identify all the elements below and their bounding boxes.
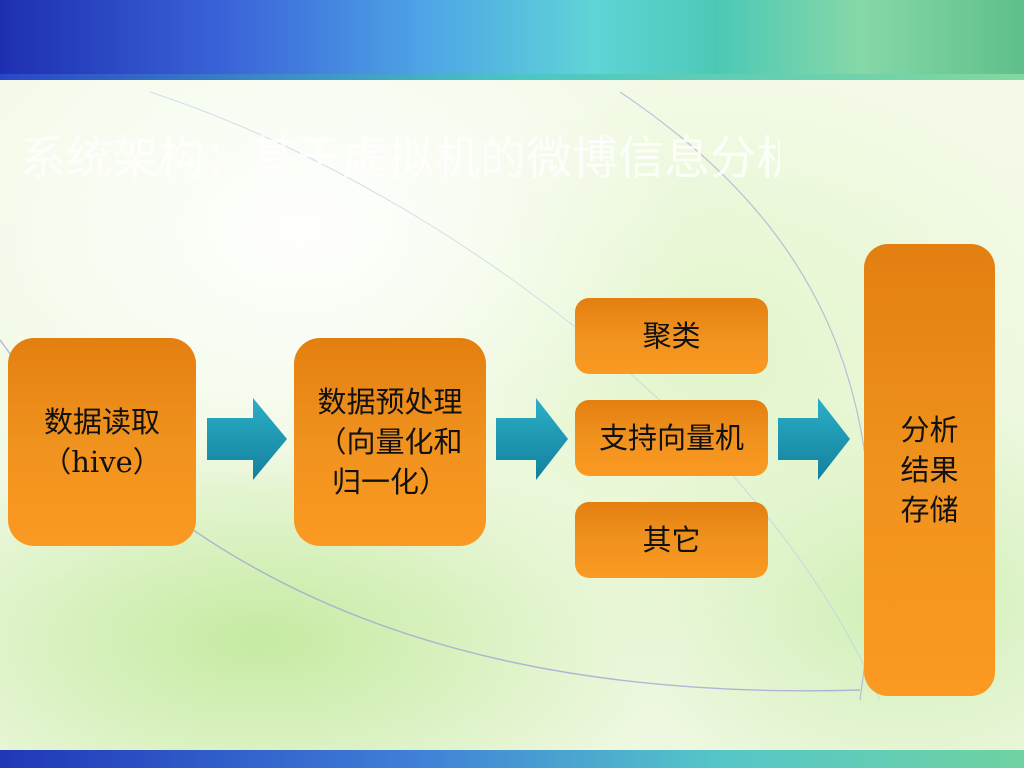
box-other: 其它 — [575, 502, 768, 578]
arrow-right-icon — [496, 398, 568, 480]
box-result-storage: 分析结果存储 — [864, 244, 995, 696]
box-data-preprocess: 数据预处理（向量化和归一化） — [294, 338, 486, 546]
box-clustering: 聚类 — [575, 298, 768, 374]
arrow-right-icon — [207, 398, 287, 480]
slide-title: 系统架构：基于虚拟机的微博信息分析 — [20, 131, 780, 185]
box-data-read-label: 数据读取（hive） — [42, 405, 162, 479]
bottom-banner — [0, 750, 1024, 768]
top-banner — [0, 0, 1024, 80]
box-data-preprocess-label: 数据预处理（向量化和归一化） — [317, 385, 463, 499]
box-result-storage-label: 分析结果存储 — [900, 413, 959, 527]
arrow-right-icon — [778, 398, 850, 480]
box-other-label: 其它 — [642, 523, 701, 557]
box-clustering-label: 聚类 — [642, 319, 701, 353]
box-data-read: 数据读取（hive） — [8, 338, 196, 546]
box-svm-label: 支持向量机 — [598, 421, 744, 455]
box-svm: 支持向量机 — [575, 400, 768, 476]
